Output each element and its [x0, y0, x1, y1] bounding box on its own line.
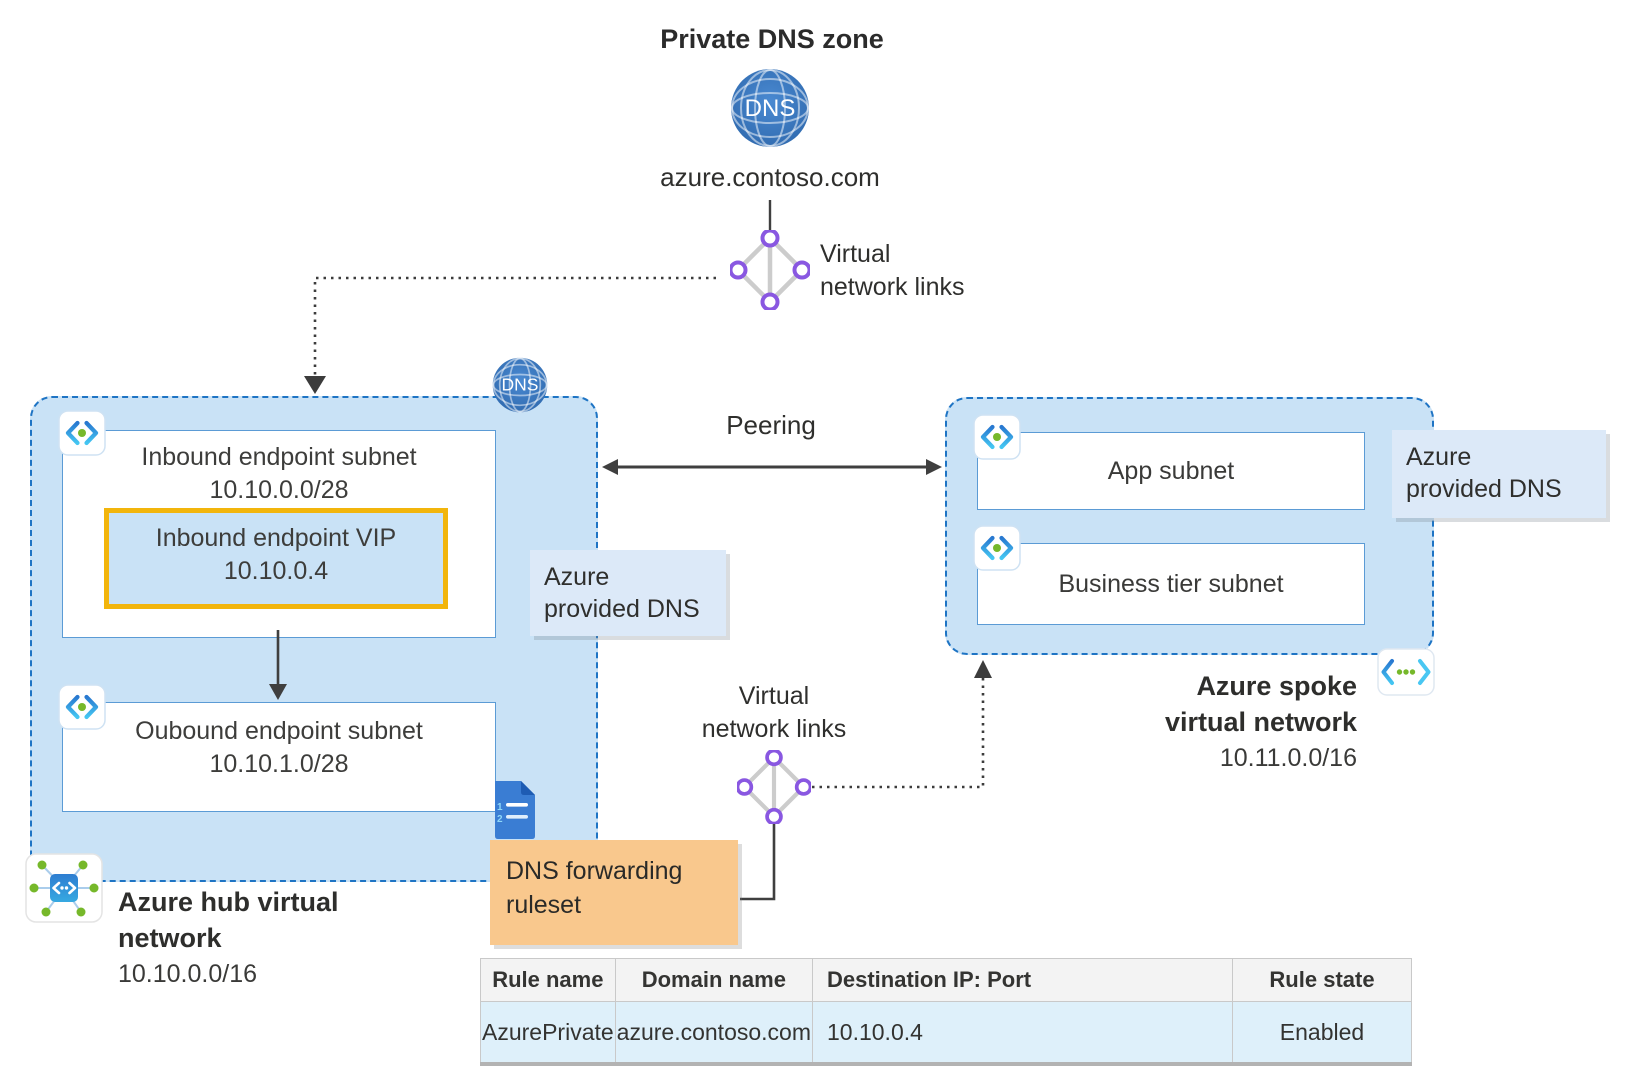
- table-cell-rule-name: AzurePrivate: [480, 1001, 616, 1065]
- ruleset-line2: ruleset: [506, 891, 582, 919]
- apd-left-line1: Azure: [544, 563, 610, 591]
- spoke-virtual-network-icon: [1377, 648, 1435, 696]
- subnet-icon: [58, 684, 106, 730]
- apd-right-line2: provided DNS: [1406, 475, 1562, 503]
- hub-name-line2: network: [118, 923, 222, 953]
- virtual-network-links-label-mid: Virtual network links: [690, 680, 858, 746]
- inbound-endpoint-vip-box: Inbound endpoint VIP 10.10.0.4: [104, 508, 448, 609]
- dns-zone-domain: azure.contoso.com: [660, 162, 880, 192]
- spoke-caption: Azure spoke virtual network 10.11.0.0/16: [1107, 668, 1357, 773]
- business-tier-subnet-box: Business tier subnet: [977, 543, 1365, 625]
- ruleset-table: Rule name Domain name Destination IP: Po…: [480, 958, 1412, 1066]
- subnet-icon: [973, 414, 1021, 460]
- hub-virtual-network-icon: [25, 853, 103, 923]
- app-subnet-box: App subnet: [977, 432, 1365, 510]
- hub-caption: Azure hub virtual network 10.10.0.0/16: [118, 884, 378, 989]
- peering-label: Peering: [726, 410, 816, 440]
- spoke-name-line1: Azure spoke: [1196, 671, 1357, 701]
- vip-name: Inbound endpoint VIP: [155, 524, 397, 552]
- table-cell-destination: 10.10.0.4: [812, 1001, 1233, 1065]
- document-ruleset-icon: 1 2: [495, 781, 535, 839]
- vnl-to-spoke-arrowhead: [974, 660, 992, 678]
- vnl-to-ruleset-line: [740, 817, 776, 901]
- inbound-subnet-name: Inbound endpoint subnet: [141, 443, 417, 471]
- table-header-row: Rule name Domain name Destination IP: Po…: [480, 958, 1412, 1002]
- table-header-domain-name: Domain name: [614, 958, 814, 1002]
- vip-ip: 10.10.0.4: [223, 557, 329, 585]
- app-subnet-label: App subnet: [1107, 456, 1235, 485]
- dns-globe-small-icon: DNS: [492, 357, 548, 413]
- virtual-network-links-label: Virtual network links: [820, 238, 965, 304]
- vnl-mid-line1: Virtual: [738, 682, 810, 710]
- svg-text:1: 1: [497, 802, 503, 813]
- business-tier-subnet-label: Business tier subnet: [1058, 569, 1284, 598]
- spoke-cidr: 10.11.0.0/16: [1219, 744, 1357, 772]
- peering-arrowhead-left: [602, 459, 618, 475]
- apd-right-line1: Azure: [1406, 443, 1472, 471]
- table-header-rule-name: Rule name: [480, 958, 616, 1002]
- peering-arrowhead-right: [926, 459, 942, 475]
- apd-left-line2: provided DNS: [544, 595, 700, 623]
- hub-name: Azure hub virtual network: [118, 884, 378, 956]
- table-row: AzurePrivate azure.contoso.com 10.10.0.4…: [480, 1001, 1412, 1065]
- table-cell-rule-state: Enabled: [1232, 1001, 1412, 1065]
- svg-text:2: 2: [497, 814, 503, 825]
- vnl-top-line2: network links: [820, 273, 965, 301]
- ruleset-line1: DNS forwarding: [506, 857, 683, 885]
- azure-provided-dns-right: Azure provided DNS: [1392, 430, 1606, 518]
- vnl-to-hub-arrowhead: [304, 376, 326, 394]
- dns-globe-small-label: DNS: [502, 375, 539, 395]
- vnl-top-line1: Virtual: [820, 240, 891, 268]
- vnl-mid-line2: network links: [701, 715, 847, 743]
- hub-name-line1: Azure hub virtual: [118, 887, 339, 917]
- outbound-endpoint-subnet-box: Oubound endpoint subnet 10.10.1.0/28: [62, 702, 496, 812]
- outbound-subnet-cidr: 10.10.1.0/28: [209, 750, 349, 778]
- table-header-destination: Destination IP: Port: [812, 958, 1233, 1002]
- private-dns-zone-title: Private DNS zone: [660, 24, 884, 54]
- spoke-name: Azure spoke virtual network: [1107, 668, 1357, 740]
- inbound-subnet-cidr: 10.10.0.0/28: [209, 476, 349, 504]
- dns-globe-icon: DNS: [731, 69, 809, 147]
- table-cell-domain-name: azure.contoso.com: [614, 1001, 814, 1065]
- virtual-network-links-icon: [730, 230, 810, 310]
- subnet-icon: [58, 410, 106, 456]
- virtual-network-links-icon-mid: [737, 750, 811, 824]
- hub-cidr: 10.10.0.0/16: [118, 960, 258, 988]
- table-header-rule-state: Rule state: [1232, 958, 1412, 1002]
- dns-globe-label: DNS: [745, 95, 796, 122]
- dns-forwarding-ruleset-box: DNS forwarding ruleset: [490, 840, 738, 945]
- azure-provided-dns-left: Azure provided DNS: [530, 550, 726, 636]
- spoke-name-line2: virtual network: [1164, 707, 1357, 737]
- outbound-subnet-name: Oubound endpoint subnet: [135, 717, 423, 745]
- subnet-icon: [973, 525, 1021, 571]
